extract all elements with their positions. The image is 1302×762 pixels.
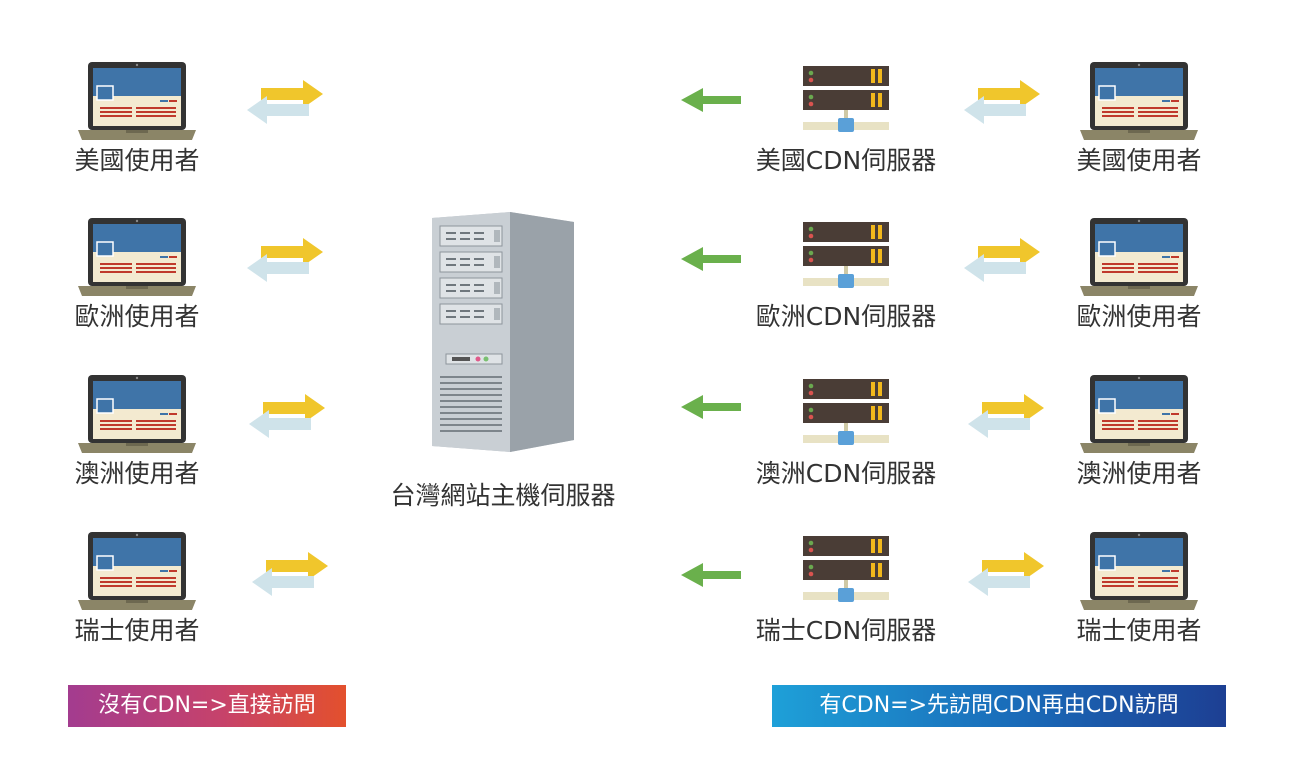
- laptop-icon: [78, 62, 196, 142]
- cdn-label-eu: 歐洲CDN伺服器: [755, 302, 937, 331]
- cdn-server-icon: [801, 220, 891, 294]
- cdn-label-au: 澳洲CDN伺服器: [755, 459, 937, 488]
- bidirectional-arrow-icon: [962, 238, 1042, 282]
- with-cdn-banner: 有CDN=>先訪問CDN再由CDN訪問: [772, 685, 1226, 727]
- green-arrow-icon: [681, 563, 741, 587]
- cdn-label-ch: 瑞士CDN伺服器: [755, 616, 937, 645]
- cdn-server-icon: [801, 534, 891, 608]
- laptop-icon: [78, 375, 196, 455]
- laptop-icon: [1080, 532, 1198, 612]
- tower-server-icon: [432, 212, 574, 452]
- laptop-icon: [78, 218, 196, 298]
- bidirectional-arrow-icon: [247, 394, 327, 438]
- right-user-label-au: 澳洲使用者: [1076, 459, 1202, 488]
- right-user-label-ch: 瑞士使用者: [1076, 616, 1202, 645]
- left-user-label-au: 澳洲使用者: [74, 459, 200, 488]
- bidirectional-arrow-icon: [245, 238, 325, 282]
- bidirectional-arrow-icon: [962, 80, 1042, 124]
- bidirectional-arrow-icon: [245, 80, 325, 124]
- right-user-label-us: 美國使用者: [1076, 146, 1202, 175]
- right-user-label-eu: 歐洲使用者: [1076, 302, 1202, 331]
- laptop-icon: [1080, 62, 1198, 142]
- bidirectional-arrow-icon: [966, 552, 1046, 596]
- cdn-server-icon: [801, 377, 891, 451]
- left-user-label-eu: 歐洲使用者: [74, 302, 200, 331]
- cdn-server-icon: [801, 64, 891, 138]
- laptop-icon: [1080, 375, 1198, 455]
- no-cdn-banner: 沒有CDN=>直接訪問: [68, 685, 346, 727]
- bidirectional-arrow-icon: [966, 394, 1046, 438]
- bidirectional-arrow-icon: [250, 552, 330, 596]
- cdn-label-us: 美國CDN伺服器: [755, 146, 937, 175]
- left-user-label-us: 美國使用者: [74, 146, 200, 175]
- green-arrow-icon: [681, 88, 741, 112]
- laptop-icon: [78, 532, 196, 612]
- left-user-label-ch: 瑞士使用者: [74, 616, 200, 645]
- green-arrow-icon: [681, 395, 741, 419]
- origin-server-label: 台灣網站主機伺服器: [390, 481, 616, 510]
- green-arrow-icon: [681, 247, 741, 271]
- laptop-icon: [1080, 218, 1198, 298]
